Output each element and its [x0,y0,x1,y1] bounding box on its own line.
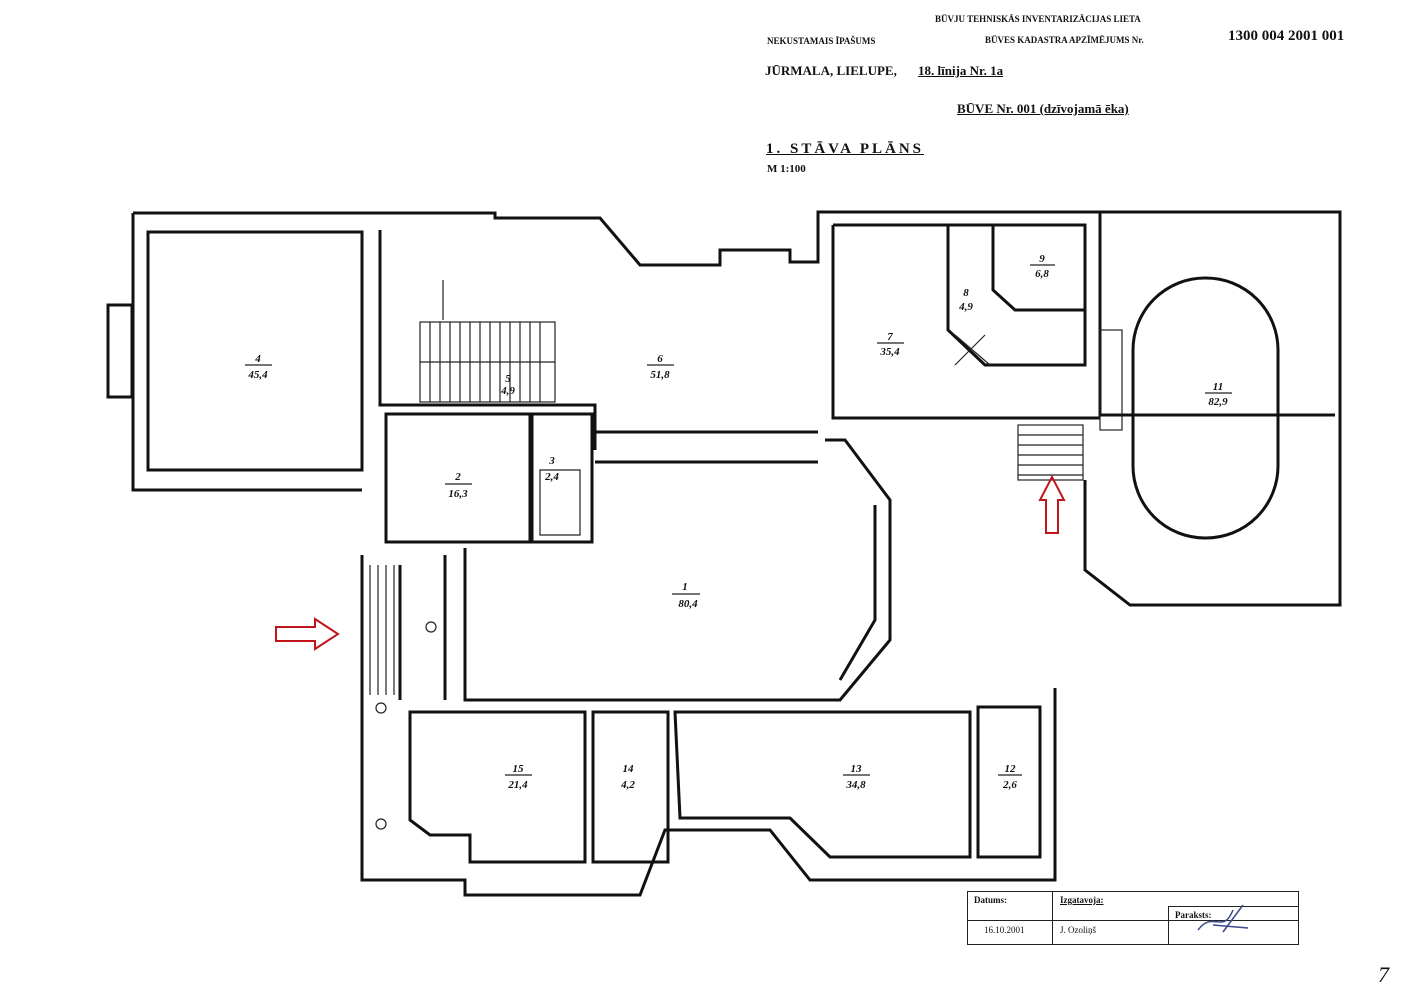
svg-text:6: 6 [657,353,663,365]
building-title: BŪVE Nr. 001 (dzīvojamā ēka) [957,101,1129,116]
entrance-arrow-up [1038,474,1066,534]
room-9-label: 96,8 [1030,253,1055,280]
svg-text:1: 1 [682,581,688,593]
address-prefix: JŪRMALA, LIELUPE, [765,63,897,78]
signature-label: Paraksts: [1175,910,1212,920]
svg-text:15: 15 [513,763,525,775]
svg-text:6,8: 6,8 [1035,268,1049,280]
svg-text:7: 7 [887,331,893,343]
room-5-label: 54,9 [500,373,515,397]
page-mark: 7 [1378,962,1389,987]
room-3-label: 32,4 [544,455,559,483]
svg-text:12: 12 [1005,763,1017,775]
cadastre-label: BŪVES KADASTRA APZĪMĒJUMS Nr. [985,35,1144,45]
svg-text:82,9: 82,9 [1208,396,1228,408]
room-14-label: 144,2 [620,763,635,791]
svg-text:16,3: 16,3 [448,488,468,500]
room-12-label: 122,6 [998,763,1022,791]
svg-text:51,8: 51,8 [650,369,670,381]
signature-mark [1197,904,1249,933]
svg-text:34,8: 34,8 [845,779,866,791]
svg-text:4,9: 4,9 [500,385,515,397]
svg-text:14: 14 [623,763,635,775]
room-labels: 445,4 651,8 54,9 216,3 32,4 735,4 84,9 9… [245,253,1232,791]
room-13-label: 121334,8 [843,763,870,791]
made-by-value: J. Ozoliņš [1060,925,1096,935]
plan-scale: M 1:100 [767,163,806,175]
svg-text:2,6: 2,6 [1002,779,1017,791]
room-number: 13 [851,763,863,775]
svg-text:11: 11 [1213,381,1223,393]
svg-text:3: 3 [548,455,555,467]
arrows [275,474,1066,651]
room-11-label: 11 82,9 [1205,381,1232,408]
svg-text:80,4: 80,4 [678,598,698,610]
room-6-label: 651,8 [647,353,674,381]
svg-text:8: 8 [963,287,969,299]
svg-text:2: 2 [454,471,461,483]
svg-text:35,4: 35,4 [879,346,900,358]
svg-text:4,2: 4,2 [620,779,635,791]
svg-text:4: 4 [254,353,261,365]
cadastre-number: 1300 004 2001 001 [1228,28,1345,44]
svg-text:21,4: 21,4 [507,779,528,791]
made-by-label: Izgatavoja: [1060,895,1104,905]
entrance-arrow-right [275,617,340,651]
svg-text:2,4: 2,4 [544,471,559,483]
bureau-title: BŪVJU TEHNISKĀS INVENTARIZĀCIJAS LIETA [935,14,1141,24]
room-4-label: 445,4 [245,353,272,381]
address-street: 18. līnija Nr. 1a [918,63,1004,78]
room-7-label: 735,4 [877,331,904,358]
svg-text:5: 5 [505,373,511,385]
walls [106,210,1342,897]
room-2-label: 216,3 [445,471,472,500]
room-1-label: 180,4 [672,581,700,610]
svg-text:9: 9 [1039,253,1045,265]
svg-text:45,4: 45,4 [247,369,268,381]
plan-title: 1. STĀVA PLĀNS [766,141,925,157]
property-label: NEKUSTAMAIS ĪPAŠUMS [767,36,876,46]
room-8-label: 84,9 [958,287,973,313]
date-label: Datums: [974,895,1007,905]
svg-text:4,9: 4,9 [958,301,973,313]
date-value: 16.10.2001 [984,925,1025,935]
title-block: Datums: 16.10.2001 Izgatavoja: J. Ozoliņ… [967,891,1299,945]
room-15-label: 15 21,4 [505,763,532,791]
